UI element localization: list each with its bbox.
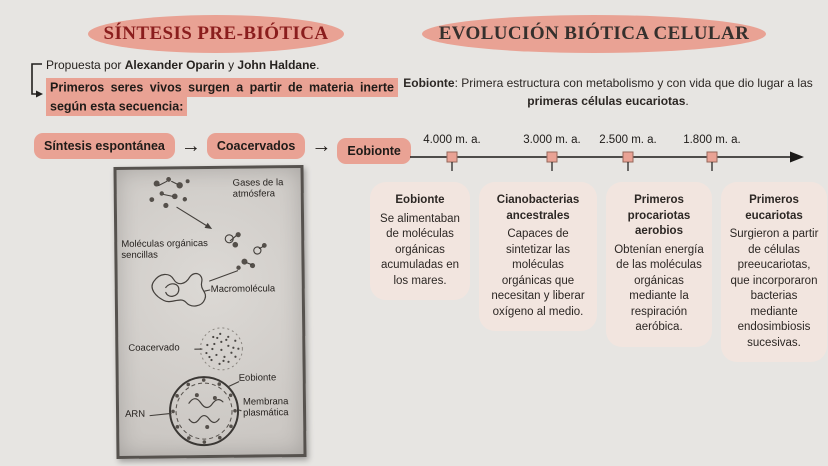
highlight-block: Primeros seres vivos surgen a partir de … — [46, 77, 398, 117]
figure-label-membrana: Membrana plasmática — [242, 396, 289, 419]
label-pointer-lines — [149, 289, 242, 417]
left-title: SÍNTESIS PRE-BIÓTICA — [103, 23, 329, 44]
definition-middle: : Primera estructura con metabolismo y c… — [454, 76, 813, 90]
timeline-connectors — [451, 162, 713, 171]
definition-bold: primeras células eucariotas — [527, 94, 686, 108]
arrow-right-icon: → — [180, 135, 201, 157]
card-eobionte: Eobionte Se alimentaban de moléculas org… — [370, 182, 470, 301]
timeline-date-2500: 2.500 m. a. — [599, 134, 657, 146]
macromolecule-drawing — [151, 272, 207, 307]
timeline-date-1800: 1.800 m. a. — [683, 134, 741, 146]
timeline-arrowhead — [790, 151, 804, 163]
authors-conjunction: y — [224, 58, 238, 72]
card-cianobacterias: Cianobacterias ancestrales Capaces de si… — [479, 182, 597, 332]
figure-label-arn: ARN — [125, 408, 146, 420]
sequence-step-eobionte: Eobionte — [337, 138, 411, 164]
definition-end: . — [685, 94, 689, 108]
timeline-date-3000: 3.000 m. a. — [523, 134, 581, 146]
card-procariotas: Primeros procariotas aerobios Obtenían e… — [606, 182, 712, 347]
card-eucariotas: Primeros eucariotas Surgieron a partir d… — [721, 182, 827, 363]
eobionte-cell-drawing — [169, 376, 240, 447]
card-title: Cianobacterias ancestrales — [496, 194, 580, 222]
molecules-drawing — [209, 232, 267, 282]
definition-term: Eobionte — [403, 76, 455, 90]
authors-period: . — [316, 58, 320, 72]
gas-cluster-drawing — [149, 177, 190, 209]
bracket-icon — [31, 63, 43, 98]
timeline-axis — [410, 151, 804, 171]
card-title: Primeros procariotas aerobios — [627, 194, 691, 238]
card-body: Capaces de sintetizar las moléculas orgá… — [491, 228, 585, 318]
right-title-oval: EVOLUCIÓN BIÓTICA CELULAR — [422, 15, 766, 53]
card-title: Eobionte — [395, 194, 445, 206]
eobionte-definition: Eobionte: Primera estructura con metabol… — [398, 74, 818, 110]
timeline-date-4000: 4.000 m. a. — [423, 134, 481, 146]
author-haldane: John Haldane — [237, 58, 317, 72]
card-body: Surgieron a partir de células preeucario… — [729, 228, 819, 349]
sequence-step-coacervados: Coacervados — [206, 133, 306, 159]
card-body: Obtenían energía de las moléculas orgáni… — [614, 243, 704, 334]
arrow-right-icon: → — [311, 135, 332, 157]
sketch-arrowhead — [204, 222, 213, 229]
author-oparin: Alexander Oparin — [124, 58, 225, 72]
sequence-step-sintesis: Síntesis espontánea — [34, 133, 175, 159]
card-body: Se alimentaban de moléculas orgánicas ac… — [380, 212, 460, 287]
figure-label-gases: Gases de la atmósfera — [232, 177, 284, 200]
figure-label-coacervado: Coacervado — [128, 342, 180, 354]
figure-label-eobionte: Eobionte — [238, 372, 277, 384]
highlight-text: Primeros seres vivos surgen a partir de … — [46, 77, 398, 116]
right-title: EVOLUCIÓN BIÓTICA CELULAR — [438, 23, 750, 44]
sequence-flow: Síntesis espontánea → Coacervados → Eobi… — [34, 133, 411, 164]
figure-drawing — [149, 177, 267, 447]
card-title: Primeros eucariotas — [745, 194, 803, 222]
evolution-cards: Eobionte Se alimentaban de moléculas org… — [370, 182, 827, 363]
authors-prefix: Propuesta por — [46, 58, 125, 72]
coacervate-drawing — [205, 332, 240, 366]
left-title-oval: SÍNTESIS PRE-BIÓTICA — [88, 15, 344, 53]
prebiotic-synthesis-figure: Gases de la atmósfera Moléculas orgánica… — [113, 165, 307, 459]
figure-label-moleculas: Moléculas orgánicas sencillas — [121, 238, 208, 261]
authors-line: Propuesta por Alexander Oparin y John Ha… — [46, 58, 319, 72]
figure-label-macromolecula: Macromolécula — [210, 283, 276, 295]
